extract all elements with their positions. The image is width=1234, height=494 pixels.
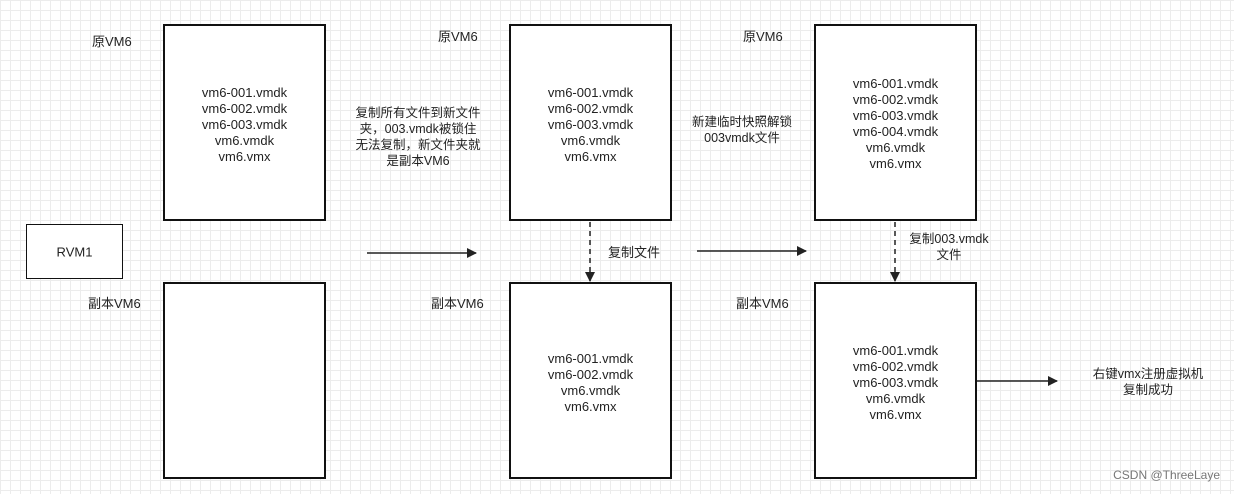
note-copy-003-vmdk: 复制003.vmdk 文件: [903, 231, 995, 263]
label-original-vm6-2: 原VM6: [438, 29, 478, 44]
watermark: CSDN @ThreeLaye: [1113, 468, 1220, 482]
text-line: vm6.vmdk: [560, 383, 621, 398]
text-line: vm6-003.vmdk: [547, 117, 634, 132]
rvm1-label: RVM1: [56, 244, 93, 259]
text-line: vm6.vmx: [218, 149, 271, 164]
text-line: vm6-002.vmdk: [852, 359, 939, 374]
text-line: 复制所有文件到新文件: [355, 106, 481, 120]
text-line: vm6-002.vmdk: [201, 101, 288, 116]
text-line: vm6.vmx: [564, 149, 617, 164]
text-line: vm6.vmdk: [214, 133, 275, 148]
text-line: vm6-002.vmdk: [547, 367, 634, 382]
text-line: vm6-002.vmdk: [852, 92, 939, 107]
note-step1-copy-all-files: 复制所有文件到新文件夹，003.vmdk被锁住无法复制，新文件夹就是副本VM6: [348, 105, 488, 169]
label-original-vm6-1: 原VM6: [92, 34, 132, 49]
text-line: vm6.vmdk: [865, 140, 926, 155]
label-copy-vm6-2: 副本VM6: [431, 296, 484, 311]
text-line: vm6.vmx: [869, 407, 922, 422]
text-line: vm6.vmx: [869, 156, 922, 171]
text-line: vm6-001.vmdk: [852, 76, 939, 91]
text-line: vm6-001.vmdk: [852, 343, 939, 358]
text-line: vm6-001.vmdk: [547, 85, 634, 100]
text-line: vm6-001.vmdk: [201, 85, 288, 100]
text-line: 新建临时快照解锁: [691, 115, 792, 129]
text-line: vm6-003.vmdk: [201, 117, 288, 132]
text-line: vm6-003.vmdk: [852, 375, 939, 390]
text-line: 无法复制，新文件夹就: [355, 138, 481, 152]
note-step2-snapshot-unlock: 新建临时快照解锁 003vmdk文件: [682, 114, 802, 146]
text-line: vm6.vmdk: [560, 133, 621, 148]
box-rvm1: RVM1: [26, 224, 123, 279]
label-copy-files: 复制文件: [608, 245, 661, 260]
text-line: 复制成功: [1122, 383, 1173, 397]
text-line: vm6-003.vmdk: [852, 108, 939, 123]
text-line: vm6-001.vmdk: [547, 351, 634, 366]
text-line: vm6.vmdk: [865, 391, 926, 406]
note-register-vmx-success: 右键vmx注册虚拟机复制成功: [1090, 366, 1206, 398]
label-original-vm6-3: 原VM6: [743, 29, 783, 44]
text-line: 文件: [936, 248, 962, 262]
text-line: 003vmdk文件: [704, 131, 780, 145]
text-line: 右键vmx注册虚拟机: [1092, 367, 1204, 381]
box-copy-vm6-1: [163, 282, 326, 479]
text-line: 是副本VM6: [386, 154, 450, 168]
label-copy-vm6-1: 副本VM6: [88, 296, 141, 311]
text-line: vm6.vmx: [564, 399, 617, 414]
text-line: 夹，003.vmdk被锁住: [359, 122, 477, 136]
label-copy-vm6-3: 副本VM6: [736, 296, 789, 311]
text-line: vm6-002.vmdk: [547, 101, 634, 116]
text-line: 复制003.vmdk: [909, 232, 989, 246]
text-line: vm6-004.vmdk: [852, 124, 939, 139]
